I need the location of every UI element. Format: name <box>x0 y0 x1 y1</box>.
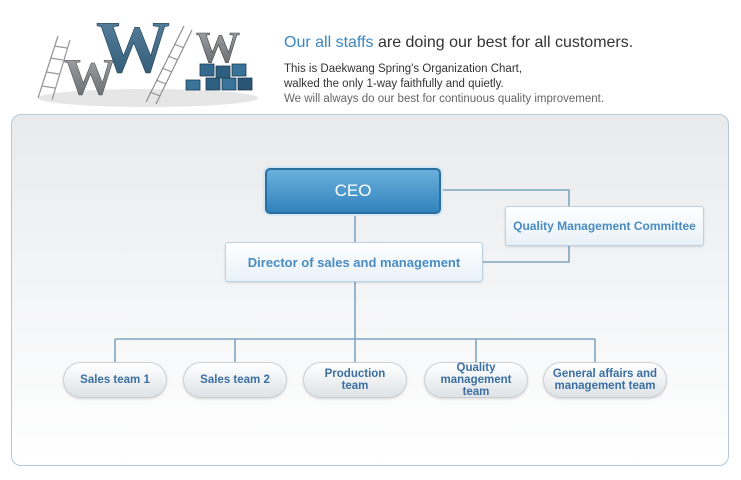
svg-text:W: W <box>64 49 116 106</box>
intro-line-3: We will always do our best for continuou… <box>284 93 605 105</box>
team-node-sales-2: Sales team 2 <box>183 362 287 398</box>
ceo-node: CEO <box>265 168 441 214</box>
intro-headline: Our all staffs are doing our best for al… <box>284 34 734 52</box>
committee-to-director-connector <box>483 246 570 263</box>
svg-text:W: W <box>96 7 170 89</box>
headline-rest: are doing our best for all customers. <box>373 34 634 51</box>
intro-text: Our all staffs are doing our best for al… <box>284 34 734 107</box>
intro-line-1: This is Daekwang Spring's Organization C… <box>284 63 523 75</box>
team-node-general-affairs: General affairs and management team <box>543 362 667 398</box>
team-node-quality-management: Quality management team <box>424 362 528 398</box>
quality-management-committee-node: Quality Management Committee <box>505 206 704 246</box>
director-node: Director of sales and management <box>225 242 483 282</box>
intro-line-2: walked the only 1-way faithfully and qui… <box>284 78 504 90</box>
team-node-sales-1: Sales team 1 <box>63 362 167 398</box>
ceo-to-committee-connector <box>441 189 570 206</box>
headline-highlight: Our all staffs <box>284 34 374 51</box>
www-construction-logo-image: W W W <box>37 7 258 107</box>
team-node-production: Production team <box>303 362 407 398</box>
